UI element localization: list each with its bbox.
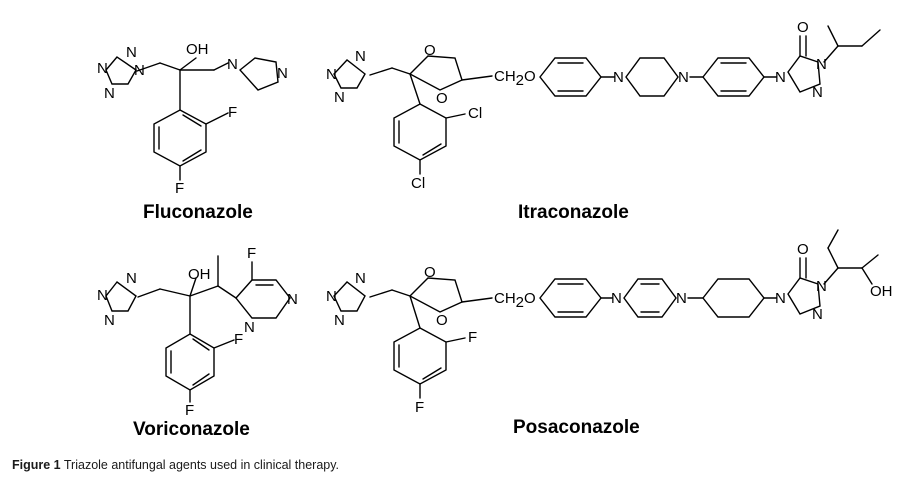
itraconazole-n3: N — [334, 89, 345, 106]
itraconazole-oxo: O — [797, 19, 809, 36]
posaconazole-n2: N — [326, 288, 337, 305]
fluconazole-structure: N N N N OH N N F F Fluconazole — [97, 41, 288, 223]
itraconazole-npip2: N — [678, 69, 689, 86]
itraconazole-ntz1: N — [775, 69, 786, 86]
posaconazole-ntz2: N — [816, 278, 827, 295]
fluconazole-n2: N — [97, 60, 108, 77]
posaconazole-structure: N N N O O F F CH2O N N N N N O OH Posaco… — [326, 229, 893, 438]
fluconazole-n4: N — [134, 62, 145, 79]
fluconazole-n1: N — [126, 44, 137, 61]
voriconazole-n3: N — [104, 312, 115, 329]
voriconazole-n1: N — [126, 270, 137, 287]
fluconazole-n5: N — [227, 56, 238, 73]
voriconazole-n2: N — [97, 287, 108, 304]
itraconazole-ch2o: CH2O — [494, 68, 536, 89]
fluconazole-n6: N — [277, 65, 288, 82]
itraconazole-cl2: Cl — [411, 175, 425, 192]
posaconazole-n1: N — [355, 270, 366, 287]
posaconazole-npip1: N — [611, 290, 622, 307]
posaconazole-ch2o: CH2O — [494, 290, 536, 311]
voriconazole-oh: OH — [188, 266, 211, 283]
posaconazole-f1: F — [468, 329, 477, 346]
itraconazole-o1: O — [424, 42, 436, 59]
voriconazole-f1: F — [234, 331, 243, 348]
itraconazole-cl1: Cl — [468, 105, 482, 122]
posaconazole-oh: OH — [870, 283, 893, 300]
figure-label: Figure 1 — [12, 458, 61, 472]
voriconazole-pyr-f: F — [247, 245, 256, 262]
posaconazole-o2: O — [436, 312, 448, 329]
posaconazole-f2: F — [415, 399, 424, 416]
posaconazole-ntz1: N — [775, 290, 786, 307]
voriconazole-structure: N N N OH F N N F F Voriconazole — [97, 245, 298, 440]
voriconazole-pyr-n1: N — [287, 291, 298, 308]
figure-caption-text: Triazole antifungal agents used in clini… — [63, 458, 340, 472]
posaconazole-name: Posaconazole — [513, 417, 640, 438]
voriconazole-pyr-n2: N — [244, 319, 255, 336]
posaconazole-o1: O — [424, 264, 436, 281]
fluconazole-oh: OH — [186, 41, 209, 58]
itraconazole-structure: N N N O O Cl Cl CH2O N N N N N O Itracon… — [326, 19, 881, 223]
fluconazole-n3: N — [104, 85, 115, 102]
itraconazole-n2: N — [326, 66, 337, 83]
itraconazole-name: Itraconazole — [518, 202, 629, 223]
figure-caption: Figure 1 Triazole antifungal agents used… — [12, 458, 339, 472]
itraconazole-o2: O — [436, 90, 448, 107]
itraconazole-npip1: N — [613, 69, 624, 86]
fluconazole-f1: F — [228, 104, 237, 121]
itraconazole-ntz2: N — [816, 56, 827, 73]
posaconazole-ntz3: N — [812, 306, 823, 323]
posaconazole-n3: N — [334, 312, 345, 329]
fluconazole-name: Fluconazole — [143, 202, 253, 223]
itraconazole-ntz3: N — [812, 84, 823, 101]
voriconazole-name: Voriconazole — [133, 419, 250, 440]
posaconazole-oxo: O — [797, 241, 809, 258]
posaconazole-npip2: N — [676, 290, 687, 307]
fluconazole-f2: F — [175, 180, 184, 197]
voriconazole-f2: F — [185, 402, 194, 419]
itraconazole-n1: N — [355, 48, 366, 65]
